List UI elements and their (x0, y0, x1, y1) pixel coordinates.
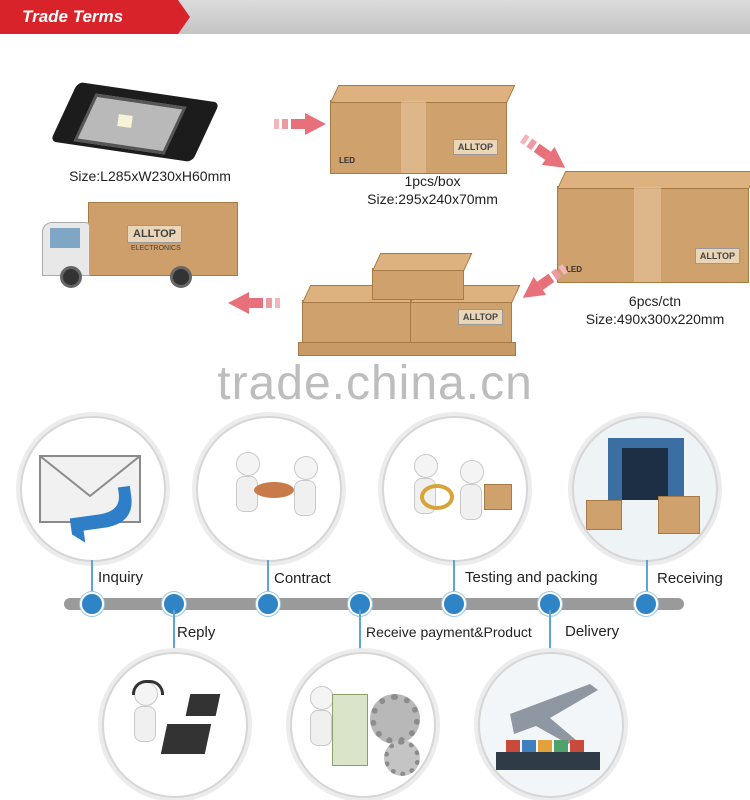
fixture-size-label: Size:L285xW230xH60mm (69, 168, 231, 184)
watermark-text: trade.china.cn (217, 357, 533, 410)
box-qty-label: 1pcs/box (404, 173, 461, 189)
payment-circle (290, 652, 436, 798)
pallet-box-2: ALLTOP (410, 285, 521, 344)
handshake-stamp-icon (254, 482, 294, 498)
header-tab: Trade Terms (0, 0, 190, 34)
step-receiving-label: Receiving (657, 570, 723, 587)
testing-stem (453, 560, 455, 600)
pallet (298, 342, 516, 356)
testing-circle (382, 416, 528, 562)
receiving-circle (572, 416, 718, 562)
box-size-label: Size:295x240x70mm (367, 191, 498, 207)
laptop-icon (160, 724, 212, 754)
led-chip (117, 114, 133, 128)
pallet-box-3 (372, 253, 473, 300)
timeline-dot-testing (442, 592, 466, 616)
step-contract-label: Contract (274, 570, 331, 587)
truck-wheel-front (60, 266, 82, 288)
step-reply-label: Reply (177, 624, 216, 641)
single-box-image: ALLTOP LED (330, 85, 516, 174)
carton-brand: ALLTOP (694, 248, 740, 264)
box-brand: ALLTOP (452, 139, 498, 155)
headset-icon (132, 680, 164, 695)
step-testing-label: Testing and packing (465, 569, 598, 586)
timeline-dot-delivery (538, 592, 562, 616)
truck-brand: ALLTOP (127, 225, 182, 243)
reply-circle (102, 652, 248, 798)
arrow-down-left-icon (522, 263, 569, 298)
carton-qty-label: 6pcs/ctn (628, 293, 682, 309)
truck-brand-sub: ELECTRONICS (131, 245, 181, 252)
carton-led-text: LED (566, 265, 582, 274)
contract-circle (196, 416, 342, 562)
truck-wheel-rear (170, 266, 192, 288)
money-stack-icon (332, 694, 368, 766)
arrow-left-icon (228, 292, 280, 314)
timeline-dot-inquiry (80, 592, 104, 616)
timeline-dot-receiving (634, 592, 658, 616)
header-bar: Trade Terms (0, 0, 750, 34)
carton-image: ALLTOP LED (557, 171, 750, 283)
carton-size-label: Size:490x300x220mm (585, 311, 725, 327)
inquiry-circle (20, 416, 166, 562)
package-icon (484, 484, 512, 510)
reply-stem (173, 610, 175, 652)
gear-icon (370, 694, 420, 744)
step-inquiry-label: Inquiry (98, 569, 144, 586)
truck-window (50, 228, 80, 248)
timeline-bar (64, 598, 684, 610)
airplane-ship-icon (496, 684, 600, 770)
page-title: Trade Terms (22, 7, 124, 26)
magnifier-icon (420, 484, 454, 510)
receiving-stem (646, 560, 648, 600)
delivery-circle (478, 652, 624, 798)
payment-stem (359, 610, 361, 652)
contract-stem (267, 560, 269, 600)
pallet-brand: ALLTOP (457, 309, 503, 325)
pallet-box-1 (302, 285, 421, 344)
delivery-stem (549, 610, 551, 652)
arrow-down-right-icon (519, 133, 566, 168)
inquiry-stem (91, 560, 93, 600)
timeline-dot-contract (256, 592, 280, 616)
truck-cargo-box: ALLTOP ELECTRONICS (88, 202, 238, 276)
box-led-text: LED (339, 156, 355, 165)
step-delivery-label: Delivery (565, 623, 620, 640)
step-payment-label: Receive payment&Product (366, 624, 532, 640)
arrow-right-icon (274, 113, 326, 135)
envelope-reply-icon (39, 455, 141, 543)
